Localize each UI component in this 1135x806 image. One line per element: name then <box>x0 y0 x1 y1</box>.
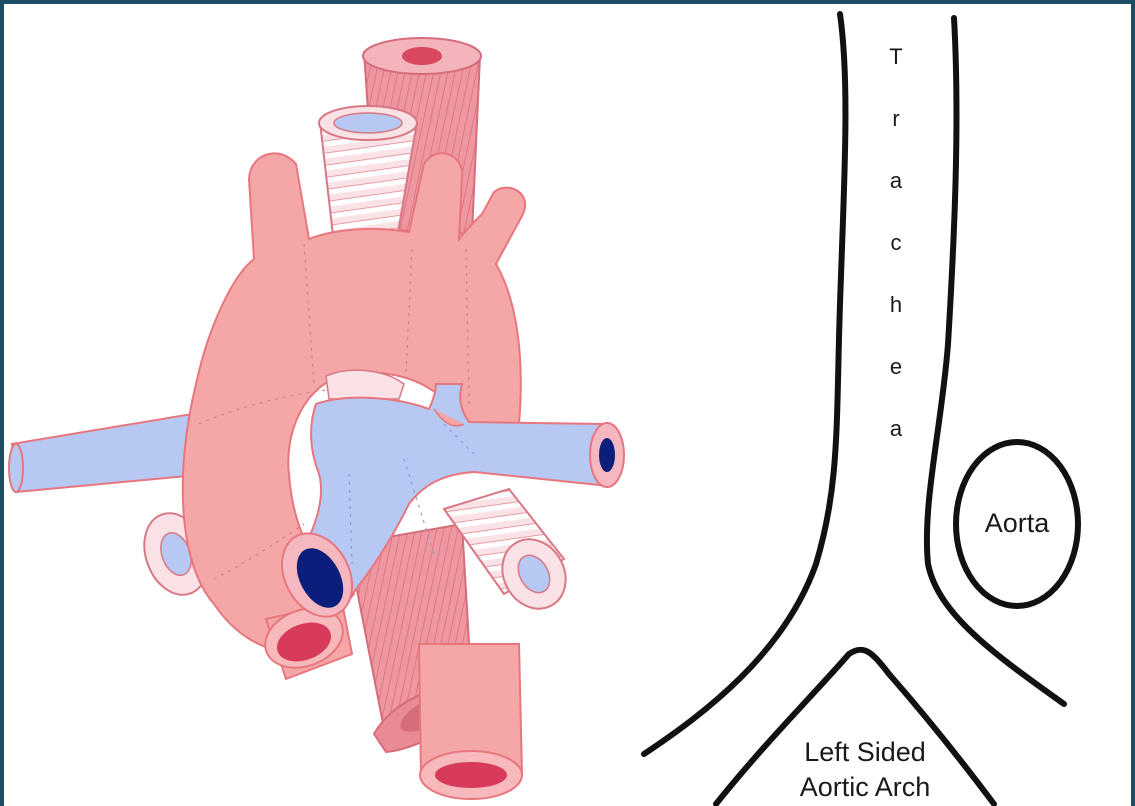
trachea-letter: h <box>890 292 902 317</box>
figure-svg: T r a c h e a Aorta Left Sided Aortic Ar… <box>4 4 1131 806</box>
aorta-label: Aorta <box>985 508 1051 538</box>
trachea-letter: T <box>889 44 902 69</box>
trachea-left-wall <box>644 14 845 754</box>
figure-frame: T r a c h e a Aorta Left Sided Aortic Ar… <box>4 4 1131 806</box>
trachea-letter: r <box>892 106 899 131</box>
descending-aorta <box>419 644 522 799</box>
right-pulmonary-artery <box>9 412 209 492</box>
trachea-letter: c <box>891 230 902 255</box>
trachea-letter: a <box>890 416 903 441</box>
arch-label-line1: Left Sided <box>804 737 926 767</box>
heart-illustration <box>9 38 624 799</box>
arch-label-line2: Aortic Arch <box>800 772 931 802</box>
trachea-letter: e <box>890 354 902 379</box>
trachea-schematic: T r a c h e a Aorta Left Sided Aortic Ar… <box>644 14 1078 804</box>
trachea-letter: a <box>890 168 903 193</box>
